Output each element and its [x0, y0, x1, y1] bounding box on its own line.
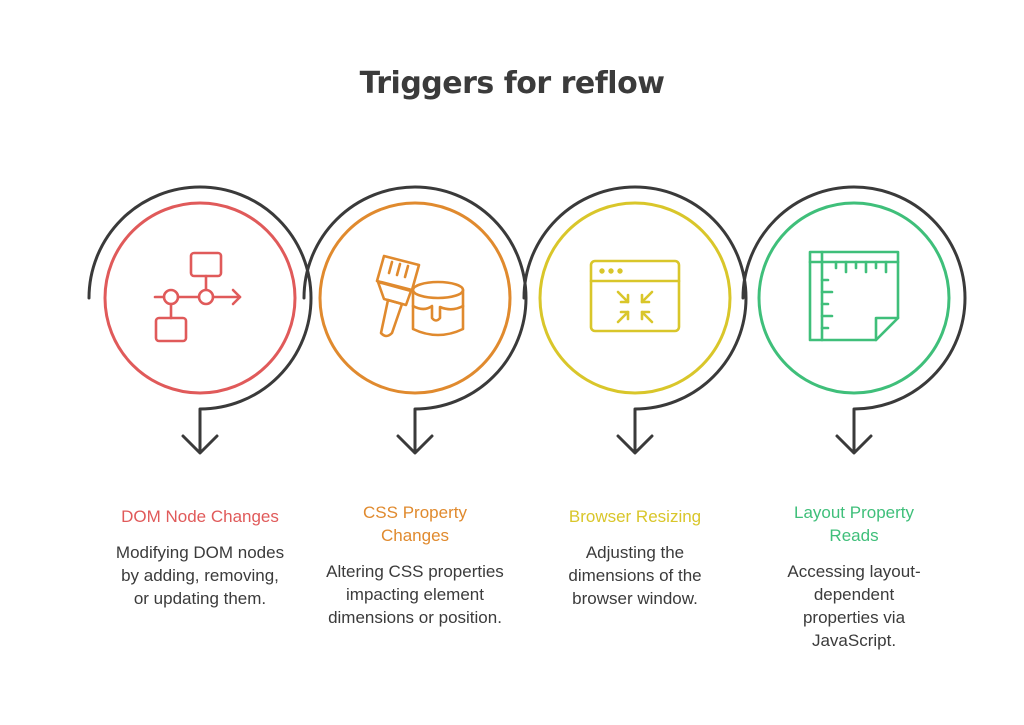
step-3-label: Browser Resizing	[568, 507, 702, 526]
diagram-title: Triggers for reflow	[359, 66, 665, 101]
step-1-text: DOM Node Changes Modifying DOM nodes by …	[95, 505, 305, 610]
step-2-circle	[318, 201, 512, 395]
browser-resize-icon	[589, 259, 681, 333]
flowchart-icon	[153, 251, 242, 343]
step-3-description: Adjusting the dimensions of the browser …	[568, 543, 702, 608]
step-1-label: DOM Node Changes	[121, 507, 279, 526]
step-3-outline	[522, 185, 748, 455]
step-4-outline	[741, 185, 967, 455]
step-1-description: Modifying DOM nodes by adding, removing,…	[115, 543, 285, 608]
step-2-outline	[302, 185, 528, 455]
ruler-sheet-icon	[808, 250, 900, 342]
step-1-outline	[87, 185, 313, 455]
step-2-text: CSS Property Changes Altering CSS proper…	[315, 501, 515, 629]
paint-brush-icon	[375, 254, 465, 338]
step-3-text: Browser Resizing Adjusting the dimension…	[530, 505, 740, 610]
step-4-label: Layout Property Reads	[793, 503, 914, 545]
step-4-description: Accessing layout-dependent properties vi…	[787, 562, 921, 650]
step-3-circle	[538, 201, 732, 395]
step-2-label: CSS Property Changes	[363, 503, 467, 545]
step-2-description: Altering CSS properties impacting elemen…	[326, 562, 504, 627]
step-4-circle	[757, 201, 951, 395]
step-4-text: Layout Property Reads Accessing layout-d…	[749, 501, 959, 652]
step-1-circle	[103, 201, 297, 395]
